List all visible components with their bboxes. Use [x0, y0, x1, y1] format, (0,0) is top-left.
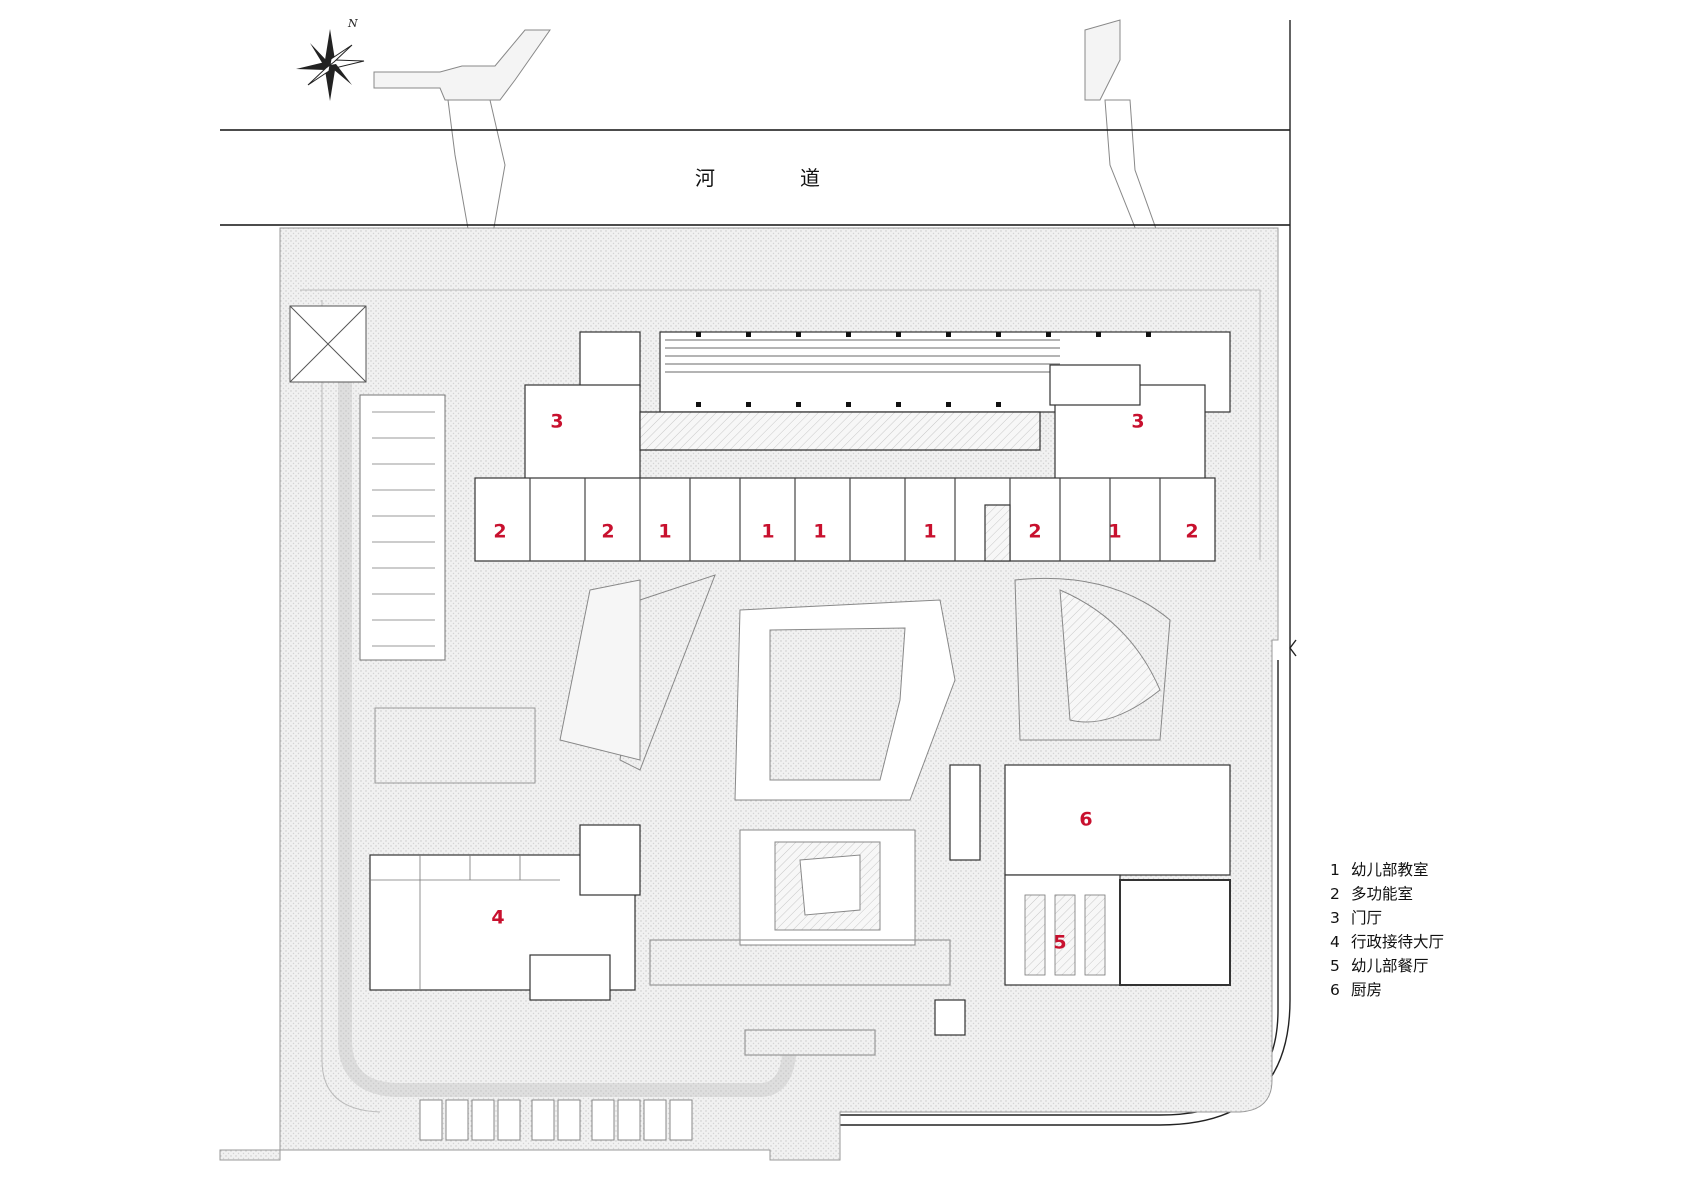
legend-label: 门厅	[1350, 909, 1382, 927]
room-label-class-9: 2	[1185, 521, 1198, 543]
west-grid-area	[374, 707, 536, 784]
legend: 1 幼儿部教室 2 多功能室 3 门厅 4 行政接待大厅 5 幼儿部餐厅 6 厨…	[1330, 858, 1444, 1002]
legend-num: 6	[1330, 981, 1340, 999]
room-label-lobby-nw: 3	[550, 411, 563, 433]
room-label-class-6: 1	[923, 521, 936, 543]
compass-north-label: N	[347, 17, 358, 30]
legend-label: 多功能室	[1350, 885, 1413, 903]
room-label-class-5: 1	[813, 521, 826, 543]
room-label-lobby-ne: 3	[1131, 411, 1144, 433]
legend-item: 1 幼儿部教室	[1330, 858, 1444, 882]
legend-label: 幼儿部餐厅	[1350, 957, 1429, 975]
room-label-class-3: 1	[658, 521, 671, 543]
room-labels: 3 3 2 2 1 1 1 1 2 1 2 6 4 5	[491, 411, 1198, 954]
south-parking	[419, 1099, 693, 1141]
room-label-class-4: 1	[761, 521, 774, 543]
legend-item: 2 多功能室	[1330, 882, 1444, 906]
north-columns	[696, 332, 1151, 407]
room-label-class-7: 2	[1028, 521, 1041, 543]
legend-item: 5 幼儿部餐厅	[1330, 954, 1444, 978]
legend-num: 1	[1330, 861, 1340, 879]
legend-item: 4 行政接待大厅	[1330, 930, 1444, 954]
west-admin-block	[369, 824, 951, 1056]
legend-num: 2	[1330, 885, 1340, 903]
legend-num: 4	[1330, 933, 1340, 951]
north-wing	[474, 331, 1231, 562]
legend-label: 幼儿部教室	[1350, 861, 1429, 879]
room-label-class-2: 2	[601, 521, 614, 543]
river-label-he: 河	[695, 166, 715, 190]
west-parking	[359, 394, 446, 661]
legend-label: 行政接待大厅	[1350, 933, 1444, 951]
room-label-class-8: 1	[1108, 521, 1121, 543]
room-label-dining: 5	[1053, 932, 1066, 954]
legend-label: 厨房	[1350, 981, 1382, 999]
legend-num: 3	[1330, 909, 1340, 927]
legend-num: 5	[1330, 957, 1340, 975]
courtyard	[559, 574, 1171, 946]
compass-icon: N	[296, 17, 365, 101]
legend-item: 6 厨房	[1330, 978, 1444, 1002]
room-label-kitchen: 6	[1079, 809, 1092, 831]
room-label-class-1: 2	[493, 521, 506, 543]
river-label-dao: 道	[800, 166, 820, 190]
legend-item: 3 门厅	[1330, 906, 1444, 930]
nw-pavilion	[289, 305, 367, 383]
room-label-admin: 4	[491, 907, 504, 929]
river: 河 道	[220, 129, 1290, 226]
east-block	[934, 764, 1231, 1036]
